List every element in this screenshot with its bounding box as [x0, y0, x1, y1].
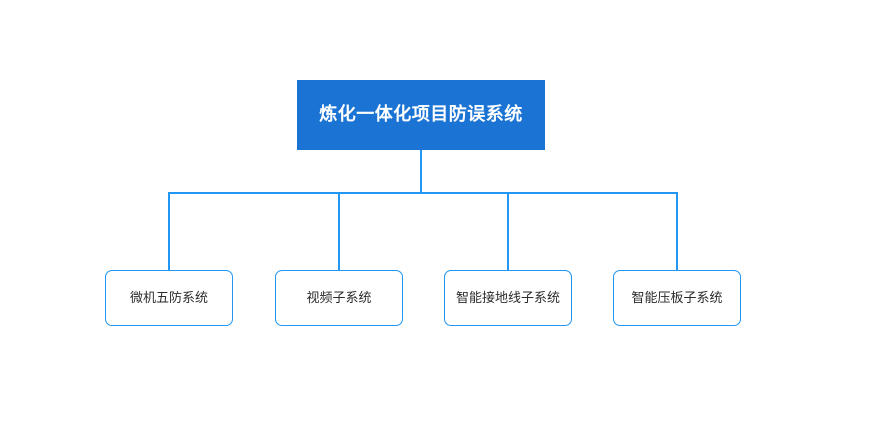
child-node-label: 视频子系统: [306, 290, 372, 306]
child-node-label: 智能压板子系统: [631, 290, 723, 306]
child-node-zhineng-jiedixian[interactable]: 智能接地线子系统: [444, 270, 572, 326]
child-node-shipin[interactable]: 视频子系统: [275, 270, 403, 326]
root-node-label: 炼化一体化项目防误系统: [319, 104, 523, 125]
child-node-weiji-wufang[interactable]: 微机五防系统: [105, 270, 233, 326]
child-node-zhineng-yaban[interactable]: 智能压板子系统: [613, 270, 741, 326]
child-node-label: 微机五防系统: [129, 290, 208, 306]
child-node-label: 智能接地线子系统: [455, 290, 560, 306]
root-node[interactable]: 炼化一体化项目防误系统: [297, 80, 545, 150]
